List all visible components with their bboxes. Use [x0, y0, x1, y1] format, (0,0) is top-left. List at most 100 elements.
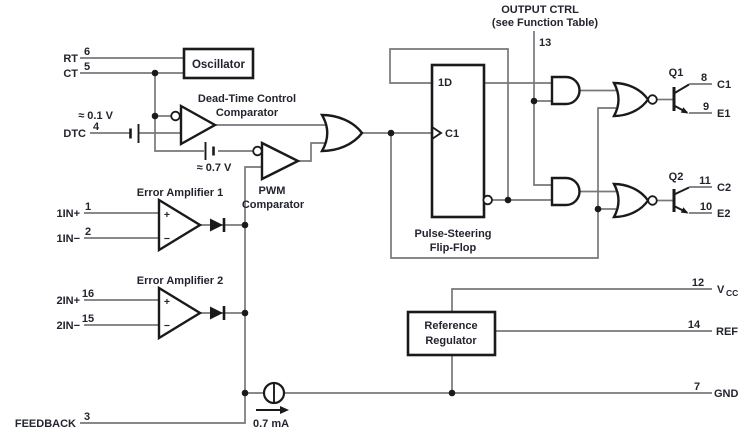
- error-amplifier-1-label: Error Amplifier 1: [137, 187, 223, 199]
- pin-label-feedback: FEEDBACK: [15, 418, 76, 430]
- error-amplifier-2-label: Error Amplifier 2: [137, 275, 223, 287]
- pin-label-gnd: GND: [714, 388, 739, 400]
- wire-feedback: [80, 166, 262, 424]
- junction-nor2-input: [594, 205, 602, 213]
- block-labels: Oscillator 1D C1 Pulse-Steering Flip-Flo…: [78, 4, 683, 430]
- wire-ff-feedback-loop: [389, 48, 509, 200]
- and-gate-2: [550, 176, 581, 207]
- dead-time-comparator-label-line2: Comparator: [216, 107, 279, 119]
- pin-num-vcc: 12: [692, 277, 704, 289]
- reference-regulator-label-line2: Regulator: [425, 335, 477, 347]
- flipflop-qbar-bubble-icon: [482, 194, 493, 206]
- reference-regulator-label-line1: Reference: [424, 320, 477, 332]
- pin-num-ref: 14: [688, 319, 701, 331]
- q2-label: Q2: [669, 171, 684, 183]
- battery-0v7-icon: [204, 142, 215, 160]
- and-gate-1: [550, 75, 581, 106]
- diode-ea1-icon: [210, 218, 226, 232]
- junction-ea1: [241, 221, 249, 229]
- dead-time-comparator-label-line1: Dead-Time Control: [198, 93, 296, 105]
- transistor-q2-icon: [672, 186, 690, 214]
- flipflop-1d-label: 1D: [438, 77, 452, 89]
- ea1-minus-sign: −: [164, 233, 170, 245]
- pin-label-c1: C1: [717, 79, 731, 91]
- junction-dtc-input: [151, 112, 159, 120]
- junction-qbar: [504, 196, 512, 204]
- current-source-icon: [262, 381, 286, 405]
- pin-num-rt: 6: [84, 46, 90, 58]
- ea1-plus-sign: +: [164, 209, 170, 221]
- junction-feedback: [241, 389, 249, 397]
- pin-num-feedback: 3: [84, 411, 90, 423]
- reference-regulator-box: [406, 310, 497, 357]
- pin-label-1in-minus: 1IN−: [56, 233, 80, 245]
- pin-label-e1: E1: [717, 108, 730, 120]
- pin-label-e2: E2: [717, 208, 730, 220]
- pin-label-ct: CT: [63, 68, 78, 80]
- pwm-comparator-triangle: [260, 141, 301, 181]
- diode-ea2-icon: [210, 306, 226, 320]
- wire-vcc: [451, 288, 712, 312]
- junction-or-output: [387, 129, 395, 137]
- transistor-q1-icon: [672, 83, 690, 114]
- pin-num-1in-plus: 1: [85, 201, 91, 213]
- oscillator-label: Oscillator: [192, 59, 246, 71]
- offset-0v1-label: ≈ 0.1 V: [78, 110, 113, 122]
- junction-gnd: [448, 389, 456, 397]
- junction-dots: [151, 69, 602, 397]
- pin-num-ct: 5: [84, 61, 90, 73]
- output-ctrl-label-line1: OUTPUT CTRL: [501, 4, 579, 16]
- junction-ea2: [241, 309, 249, 317]
- right-pin-labels: C1 8 E1 9 C2 11 E2 10 12 V CC 14 REF 7 G…: [688, 72, 739, 400]
- offset-0v7-label: ≈ 0.7 V: [197, 162, 232, 174]
- nor2-output-bubble-icon: [647, 195, 658, 206]
- nor-gate-1: [611, 81, 650, 118]
- pin-label-1in-plus: 1IN+: [56, 208, 80, 220]
- nor1-output-bubble-icon: [647, 94, 658, 105]
- oscillator-box: [182, 47, 255, 80]
- flipflop-c1-label: C1: [445, 128, 459, 140]
- pin-label-2in-plus: 2IN+: [56, 295, 80, 307]
- output-ctrl-pin-num: 13: [539, 37, 551, 49]
- or-gate: [319, 113, 364, 153]
- pin-num-dtc: 4: [93, 121, 100, 133]
- left-pin-labels: RT 6 CT 5 DTC 4 1IN+ 1 1IN− 2 2IN+ 16 2I…: [15, 46, 100, 430]
- output-ctrl-label-line2: (see Function Table): [492, 17, 598, 29]
- dead-time-comparator-invert-bubble-icon: [170, 110, 181, 122]
- flipflop-clock-wedge-icon: [431, 126, 443, 140]
- flipflop-box: [430, 63, 486, 219]
- error-amplifier-1-triangle: [157, 197, 203, 253]
- nor-gate-2: [611, 182, 650, 219]
- pin-label-ref: REF: [716, 326, 738, 338]
- flipflop-caption-line1: Pulse-Steering: [414, 228, 491, 240]
- pin-num-e1: 9: [703, 101, 709, 113]
- current-arrow-icon: [256, 406, 289, 414]
- pin-label-rt: RT: [63, 53, 78, 65]
- pwm-comparator-invert-bubble-icon: [252, 145, 263, 157]
- wire-output-ctrl-pin13: [533, 31, 552, 186]
- battery-0v1-icon: [129, 124, 140, 143]
- junction-pin13: [530, 97, 538, 105]
- flipflop-caption-line2: Flip-Flop: [430, 242, 477, 254]
- q1-label: Q1: [669, 67, 684, 79]
- pin-label-2in-minus: 2IN−: [56, 320, 80, 332]
- pin-num-2in-minus: 15: [82, 313, 94, 325]
- dead-time-comparator-triangle: [179, 103, 218, 147]
- pin-num-1in-minus: 2: [85, 226, 91, 238]
- junction-ct: [151, 69, 159, 77]
- pwm-comparator-label-line1: PWM: [259, 185, 286, 197]
- error-amplifier-2-triangle: [157, 285, 203, 341]
- pin-label-vcc-sub: CC: [726, 288, 738, 298]
- wire-or-branch-to-nors: [390, 107, 616, 259]
- ea2-plus-sign: +: [164, 296, 170, 308]
- current-source-label: 0.7 mA: [253, 418, 289, 430]
- pin-num-c2: 11: [699, 175, 711, 187]
- pin-num-2in-plus: 16: [82, 288, 94, 300]
- pin-num-e2: 10: [700, 201, 712, 213]
- pin-label-dtc: DTC: [63, 128, 86, 140]
- wire-ct-branch: [154, 73, 204, 152]
- ea2-minus-sign: −: [164, 320, 170, 332]
- pin-label-vcc: V: [717, 284, 725, 296]
